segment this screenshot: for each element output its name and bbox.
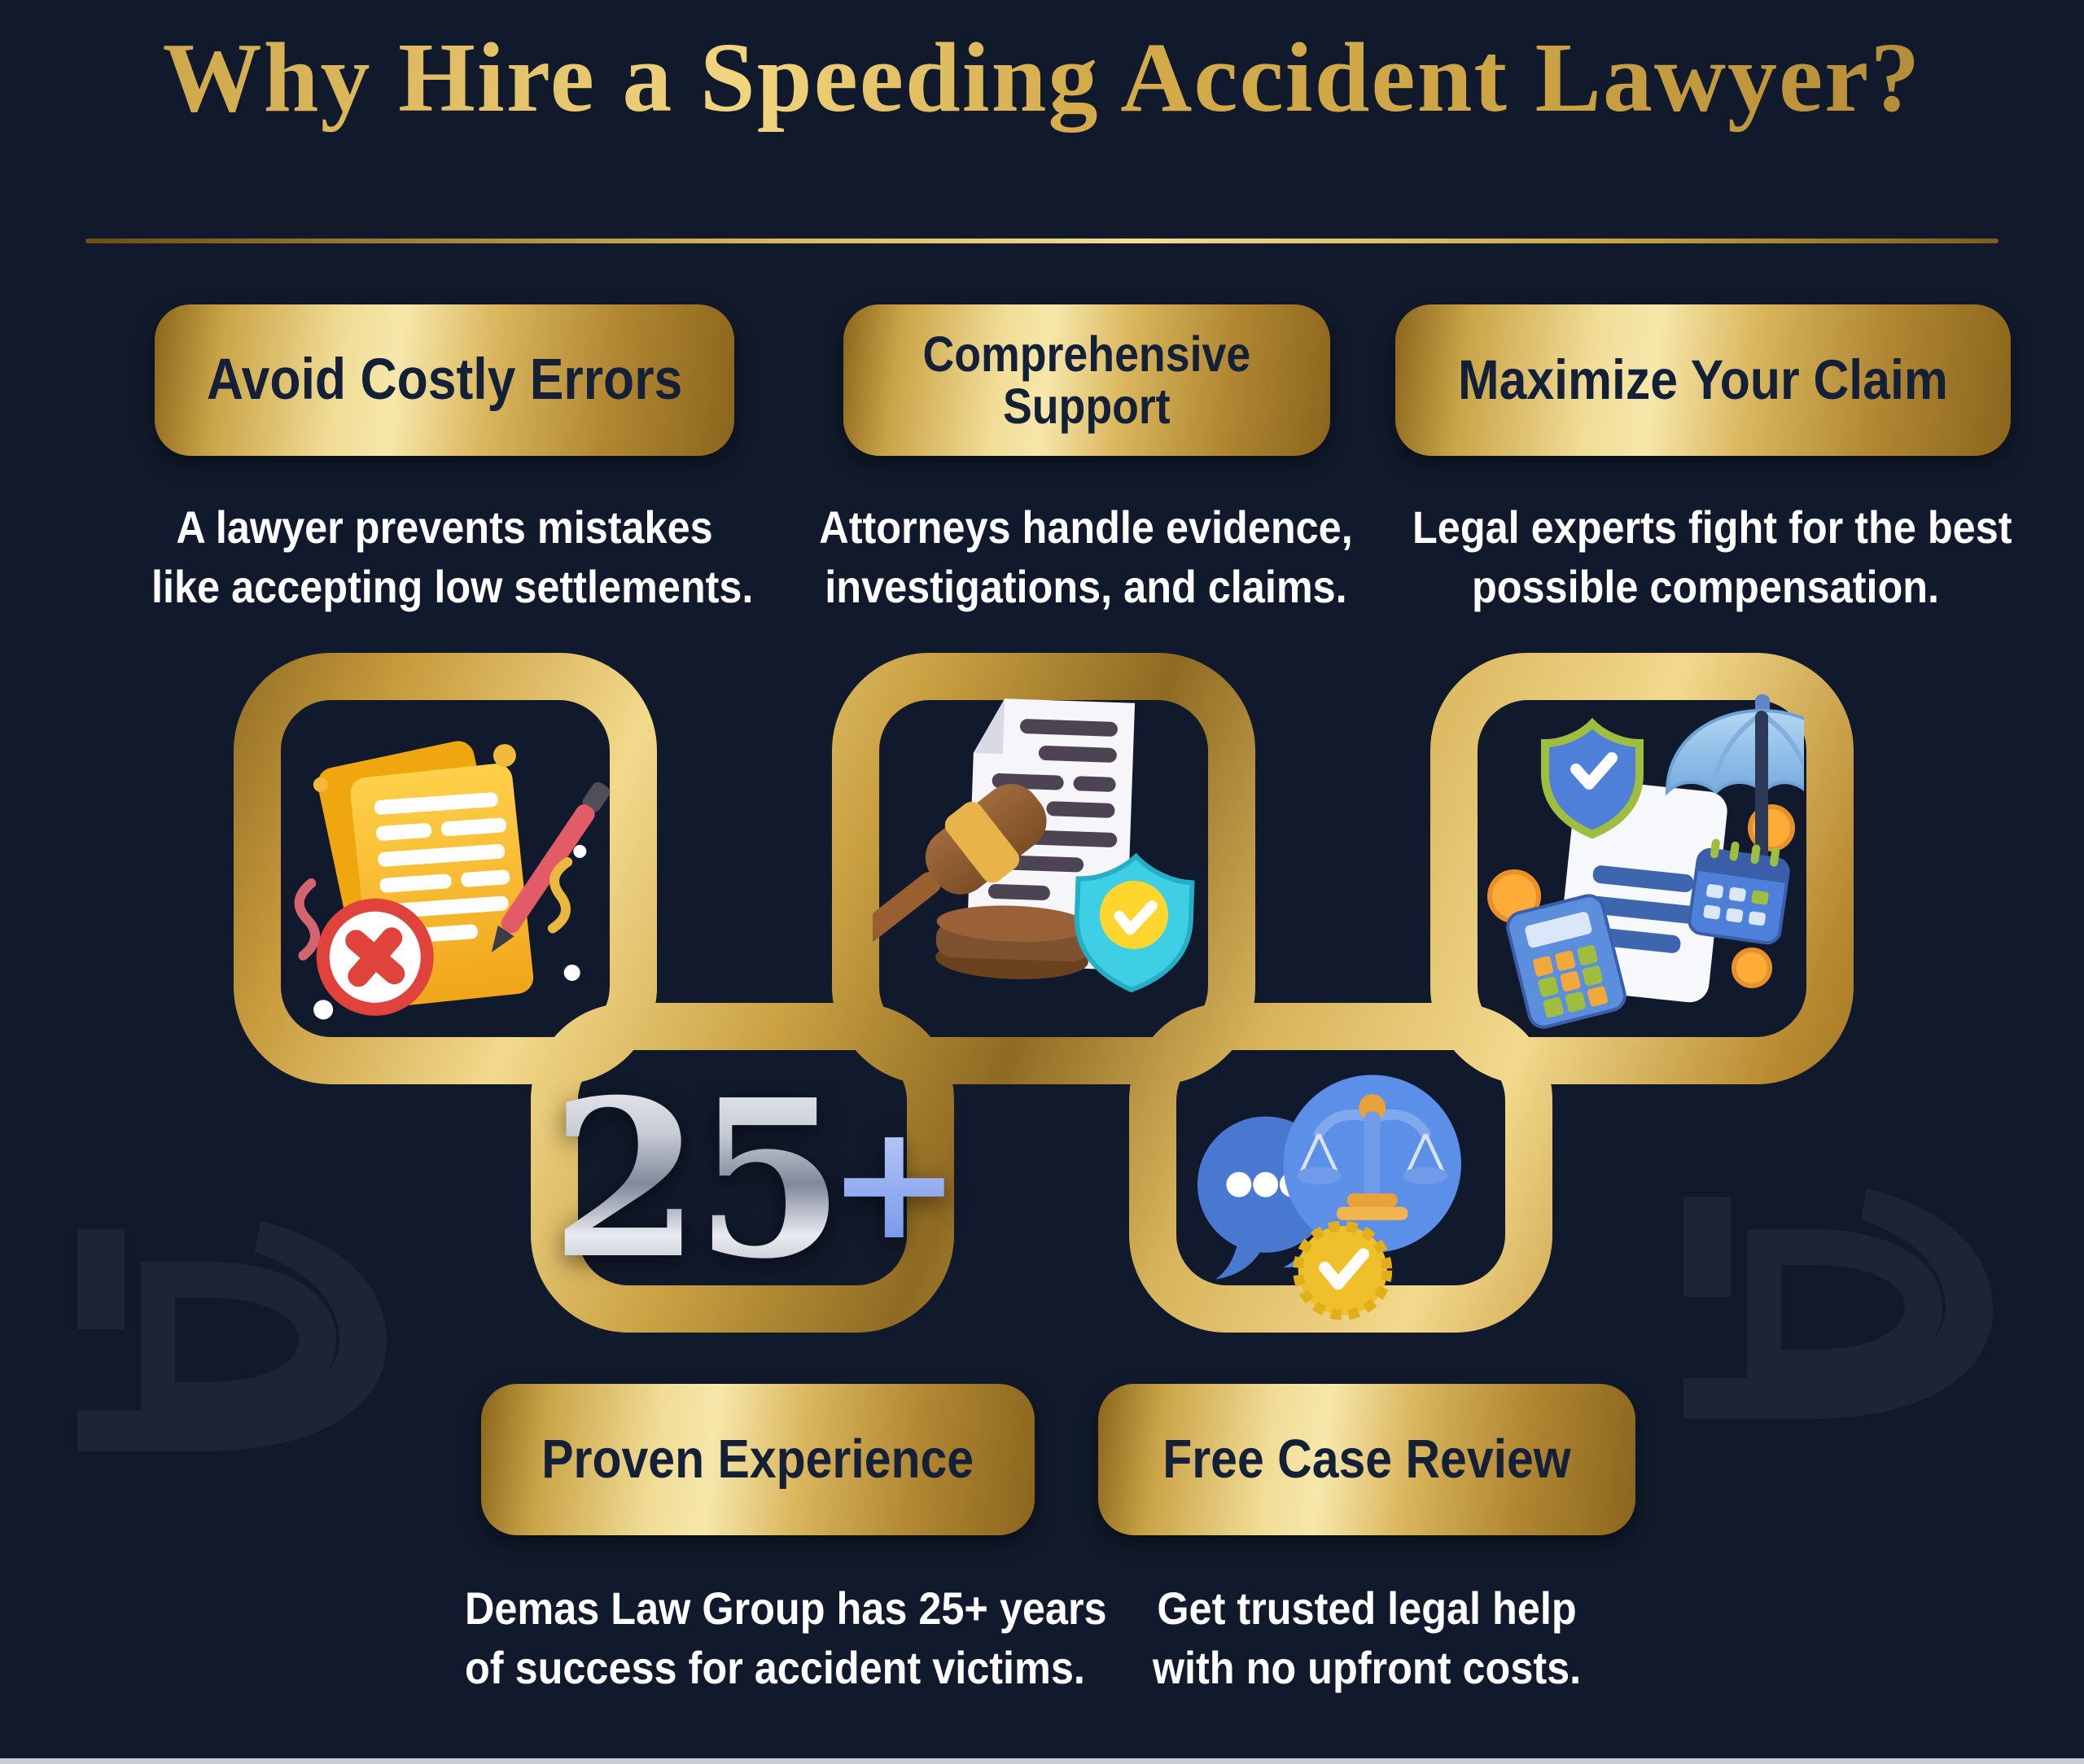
card-body-text: Attorneys handle evidence, investigation… <box>819 501 1353 612</box>
d-logo-watermark-right <box>1683 1188 1993 1419</box>
25-plus-years-badge: 25+ <box>550 1071 961 1324</box>
gavel-icon <box>873 784 1047 982</box>
legal-consultation-chat-icon <box>1197 1075 1461 1320</box>
chain-weave-segment <box>558 904 657 1084</box>
chain-link-1 <box>234 653 657 1084</box>
card-maximize-your-claim-pill: Maximize Your Claim <box>1395 304 2011 456</box>
chain-link-4 <box>531 1003 954 1333</box>
card-heading: Maximize Your Claim <box>1458 348 1948 411</box>
card-heading: Proven Experience <box>541 1428 974 1490</box>
badge-number: 25 <box>550 1052 845 1307</box>
x-mark-icon <box>345 927 405 987</box>
pen-icon <box>491 781 611 953</box>
chain-weave-segment <box>1156 904 1255 1084</box>
card-heading: Avoid Costly Errors <box>206 347 683 412</box>
card-heading: Comprehensive Support <box>922 326 1251 434</box>
card-body-text: Demas Law Group has 25+ years of success… <box>465 1582 1107 1693</box>
coin-icon <box>1732 948 1772 988</box>
plus-icon: + <box>827 1090 961 1276</box>
rejected-documents-icon <box>294 741 611 1020</box>
shield-check-icon <box>1074 852 1195 993</box>
card-free-case-review-pill: Free Case Review <box>1098 1384 1635 1535</box>
card-body-text: Legal experts fight for the best possibl… <box>1412 501 2012 612</box>
card-body-text: Get trusted legal help with no upfront c… <box>1152 1582 1582 1693</box>
verified-check-badge-icon <box>1293 1220 1393 1320</box>
card-heading: Free Case Review <box>1162 1428 1571 1490</box>
card-comprehensive-support-pill: Comprehensive Support <box>843 304 1330 456</box>
card-avoid-costly-errors-pill: Avoid Costly Errors <box>155 304 734 456</box>
card-proven-experience-pill: Proven Experience <box>481 1384 1035 1535</box>
card-body-text: A lawyer prevents mistakes like acceptin… <box>151 501 754 612</box>
chain-link-3 <box>1430 653 1854 1084</box>
page-title: Why Hire a Speeding Accident Lawyer? <box>0 21 2084 135</box>
shield-check-icon <box>1541 717 1644 839</box>
insurance-umbrella-policy-icon <box>1487 694 1804 1029</box>
gold-divider <box>85 239 1999 243</box>
gavel-legal-document-icon <box>873 698 1195 993</box>
bottom-edge-bar <box>0 1758 2084 1764</box>
calendar-icon <box>1688 838 1790 945</box>
scales-of-justice-icon <box>1296 1094 1448 1220</box>
d-logo-watermark-left <box>77 1221 387 1451</box>
chain-link-2 <box>832 653 1255 1084</box>
calculator-icon <box>1506 894 1626 1029</box>
